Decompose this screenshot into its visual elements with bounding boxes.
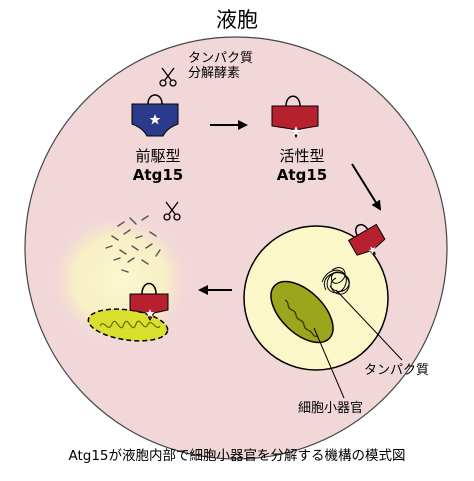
star-icon (145, 309, 155, 318)
mitochondrion (270, 280, 334, 344)
star-icon (290, 126, 302, 137)
organelle-callout-label: 細胞小器官 (298, 401, 364, 416)
degrading-atg15-icon (129, 282, 169, 322)
organelle-callout-line (313, 327, 345, 399)
precursor-atg15-label: Atg15 (132, 166, 184, 184)
scissors-icon (159, 67, 177, 87)
protein-callout-line (335, 289, 403, 361)
protein-fragments (105, 215, 161, 273)
vacuole-title: 液胞 (216, 8, 258, 32)
scissors-icon (163, 201, 181, 221)
protein-callout-label: タンパク質 (364, 363, 430, 378)
active-atg15-icon (271, 95, 319, 139)
precursor-form-label: 前駆型 (135, 147, 181, 165)
membrane-bound-atg15-icon (347, 223, 386, 256)
protease-label: タンパク質 分解酵素 (188, 51, 254, 82)
active-atg15-label: Atg15 (276, 166, 328, 184)
figure-caption: Atg15が液胞内部で細胞小器官を分解する機構の模式図 (68, 448, 406, 464)
protease-label-line2: 分解酵素 (188, 65, 241, 81)
protease-label-line1: タンパク質 (188, 51, 254, 66)
protein-tangle (321, 267, 350, 295)
star-icon (368, 246, 377, 255)
targeting-arrow (351, 163, 382, 211)
precursor-atg15-icon (131, 94, 179, 137)
active-form-label: 活性型 (279, 147, 325, 165)
star-icon (149, 114, 161, 125)
degradation-zone (48, 212, 192, 348)
